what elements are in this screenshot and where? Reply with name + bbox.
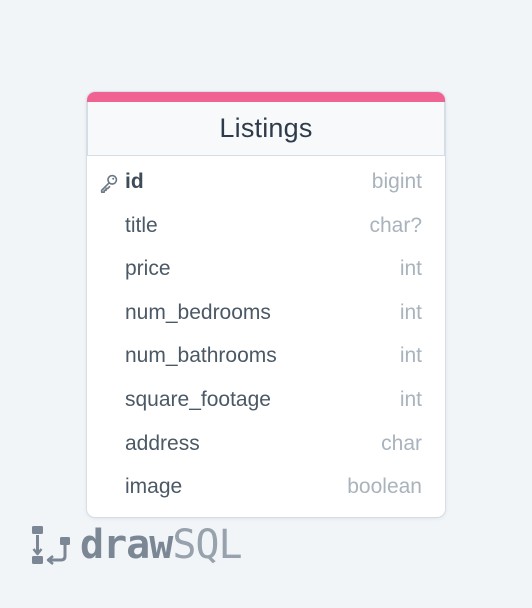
column-type: boolean xyxy=(347,475,422,499)
column-type: int xyxy=(399,257,422,281)
column-type: char xyxy=(381,431,422,455)
column-row-square-footage[interactable]: square_footage int xyxy=(87,386,445,430)
watermark-brand-bold: draw xyxy=(80,522,173,568)
column-name: id xyxy=(125,170,144,193)
column-type: char? xyxy=(369,213,422,237)
table-card-listings[interactable]: Listings id bigint title char? price int xyxy=(87,92,445,517)
column-row-price[interactable]: price int xyxy=(87,255,445,299)
key-icon xyxy=(100,174,118,193)
drawsql-logo-icon xyxy=(32,526,70,565)
table-accent-bar xyxy=(87,92,445,102)
column-name: square_footage xyxy=(125,387,271,411)
column-list: id bigint title char? price int num_bedr… xyxy=(87,168,445,517)
column-row-title[interactable]: title char? xyxy=(87,212,445,256)
table-title: Listings xyxy=(219,113,313,143)
column-type: int xyxy=(399,300,422,324)
column-name: num_bathrooms xyxy=(125,344,277,368)
column-type: int xyxy=(399,344,422,368)
column-name: image xyxy=(125,475,183,499)
column-row-num-bathrooms[interactable]: num_bathrooms int xyxy=(87,342,445,386)
column-name: address xyxy=(125,431,200,455)
column-row-image[interactable]: image boolean xyxy=(87,473,445,517)
column-name: num_bedrooms xyxy=(125,300,271,324)
column-row-num-bedrooms[interactable]: num_bedrooms int xyxy=(87,299,445,343)
column-name: price xyxy=(125,257,171,281)
column-name: title xyxy=(125,213,158,237)
watermark-brand-light: SQL xyxy=(172,522,242,568)
table-header[interactable]: Listings xyxy=(87,102,445,156)
column-type: bigint xyxy=(371,170,422,193)
column-row-id[interactable]: id bigint xyxy=(87,168,445,212)
column-row-address[interactable]: address char xyxy=(87,430,445,474)
column-type: int xyxy=(399,387,422,411)
